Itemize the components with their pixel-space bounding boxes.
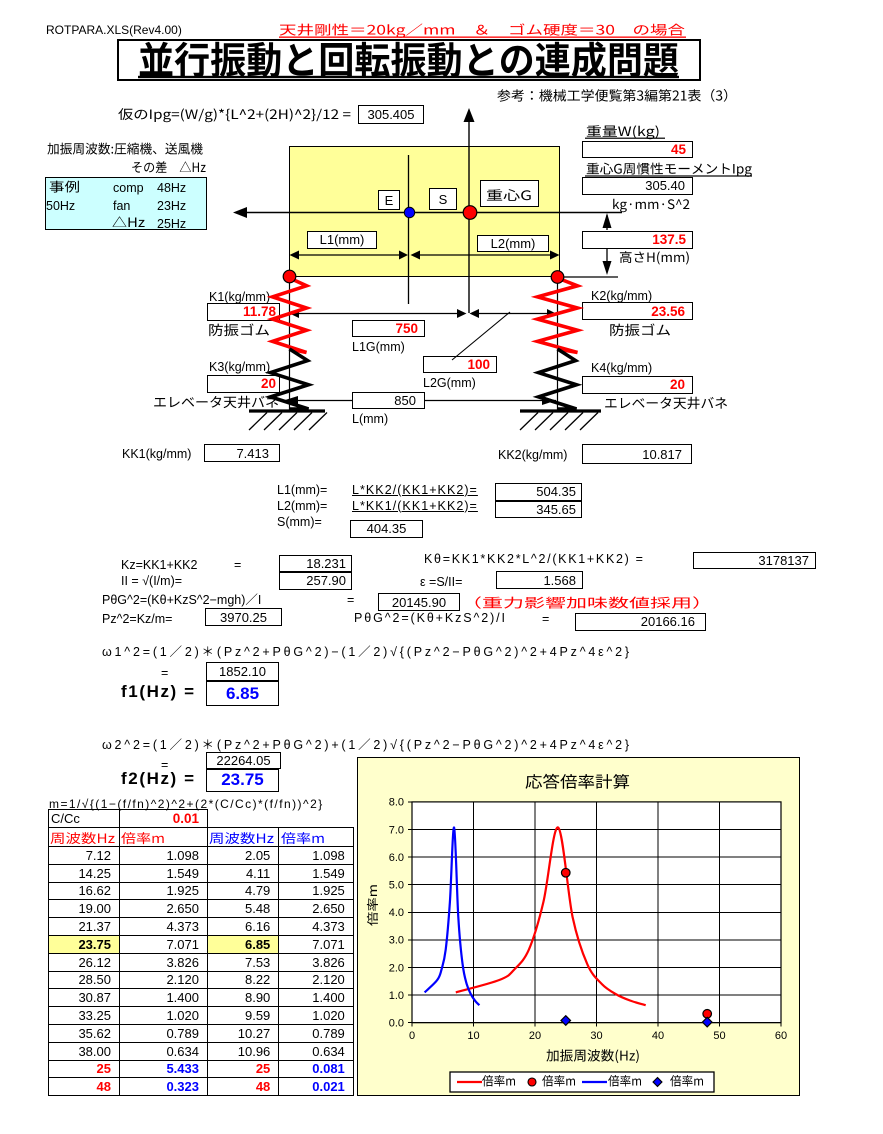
svg-text:5.0: 5.0: [389, 880, 404, 892]
svg-text:3.0: 3.0: [389, 935, 404, 947]
svg-text:20: 20: [529, 1030, 541, 1042]
svg-text:8.0: 8.0: [389, 797, 404, 809]
svg-text:40: 40: [652, 1030, 664, 1042]
svg-text:2.0: 2.0: [389, 962, 404, 974]
svg-text:7.0: 7.0: [389, 824, 404, 836]
svg-text:0.0: 0.0: [389, 1018, 404, 1030]
svg-text:4.0: 4.0: [389, 907, 404, 919]
svg-text:1.0: 1.0: [389, 990, 404, 1002]
svg-text:6.0: 6.0: [389, 852, 404, 864]
svg-text:60: 60: [775, 1030, 787, 1042]
svg-text:30: 30: [590, 1030, 602, 1042]
svg-text:0: 0: [409, 1030, 415, 1042]
svg-text:50: 50: [713, 1030, 725, 1042]
svg-text:10: 10: [467, 1030, 479, 1042]
